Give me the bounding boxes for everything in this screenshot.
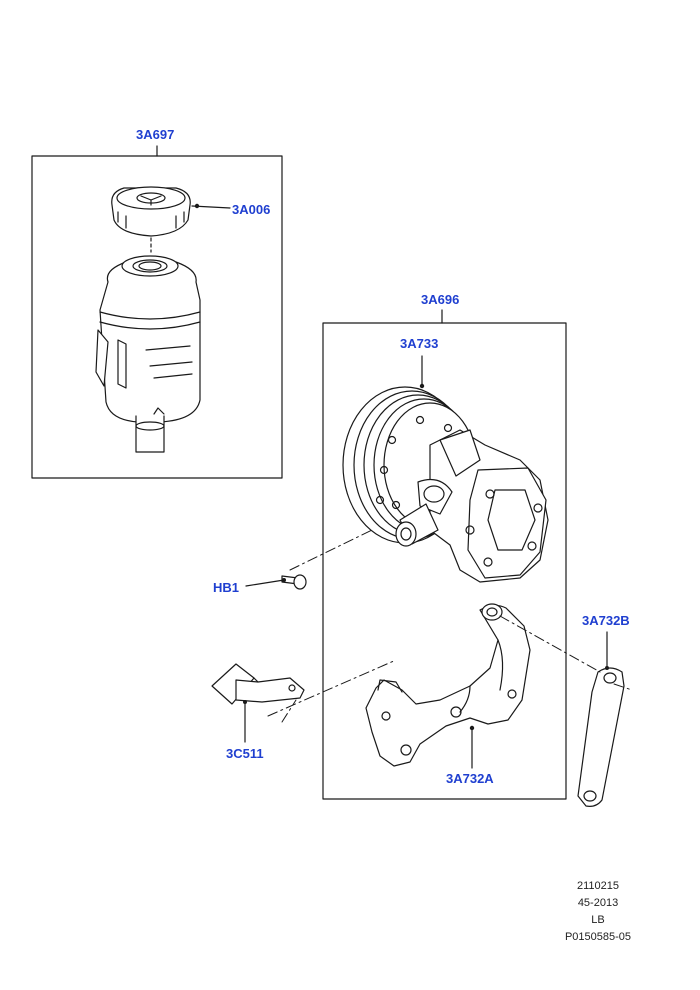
bolt-leader (245, 579, 285, 587)
bolt-label: HB1 (213, 580, 240, 595)
reference-line-1: 2110215 (576, 880, 619, 892)
reservoir-body-drawing (95, 255, 201, 453)
shield-label: 3C511 (226, 746, 264, 761)
pump-drawing (342, 386, 549, 583)
reservoir-cap-label: 3A006 (232, 202, 271, 217)
bracket-a-label: 3A732A (446, 771, 494, 786)
assembly-line-bracket-2 (613, 683, 633, 691)
assembly-line-bolt (289, 529, 373, 571)
shield-drawing (211, 663, 305, 705)
reference-line-2: 45-2013 (577, 897, 619, 909)
reference-line-4: P0150585-05 (564, 931, 632, 943)
reservoir-assembly-label: 3A697 (136, 127, 175, 142)
illustration-reference: 2110215 45-2013 LB P0150585-05 (548, 878, 648, 946)
bracket-b-label: 3A732B (582, 613, 630, 628)
pump-assembly-label: 3A696 (421, 292, 460, 307)
bracket-b-drawing (577, 667, 625, 807)
pump-pulley-label: 3A733 (400, 336, 439, 351)
bolt-drawing (281, 574, 307, 590)
reference-line-3: LB (591, 914, 605, 926)
assembly-line-shield (267, 659, 397, 717)
bracket-a-drawing (365, 603, 531, 767)
reservoir-cap-drawing (111, 186, 191, 237)
assembly-line-bracket (499, 615, 601, 673)
pump-group-box (322, 322, 567, 800)
assembly-line-shield-2 (281, 699, 297, 723)
